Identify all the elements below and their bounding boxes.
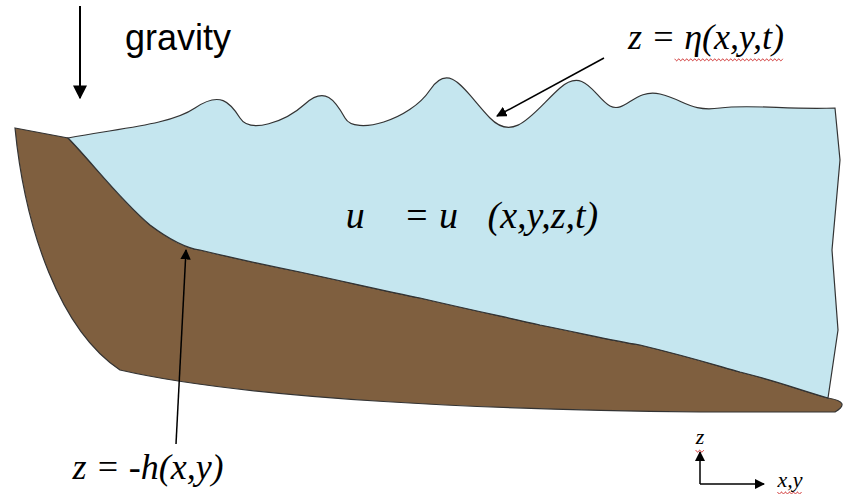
spellcheck-underlines: [675, 59, 802, 494]
z-axis-arrow: [699, 452, 701, 484]
velocity-equation: u⃗ = u⃗(x,y,z,t): [346, 195, 599, 237]
xy-axis-arrow: [700, 483, 764, 485]
water-body: [68, 78, 840, 398]
axis-label: z: [696, 425, 705, 449]
gravity-label: gravity: [125, 18, 231, 58]
spellcheck-underline: [777, 492, 801, 494]
spellcheck-underline: [675, 59, 783, 61]
gravity-arrow: [79, 6, 81, 98]
spellcheck-underline: [696, 450, 704, 452]
surface-equation: z = η(x,y,t): [628, 18, 784, 58]
axis-label: x,y: [777, 468, 802, 492]
surface-leader: [497, 58, 604, 116]
bottom-leader: [176, 250, 186, 444]
bottom-equation: z = -h(x,y): [72, 448, 223, 488]
